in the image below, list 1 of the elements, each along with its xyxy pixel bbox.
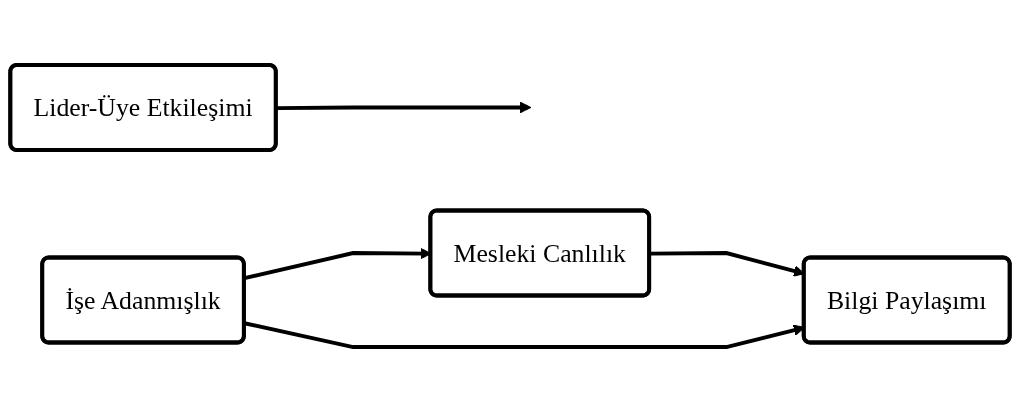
arrow — [276, 101, 532, 114]
